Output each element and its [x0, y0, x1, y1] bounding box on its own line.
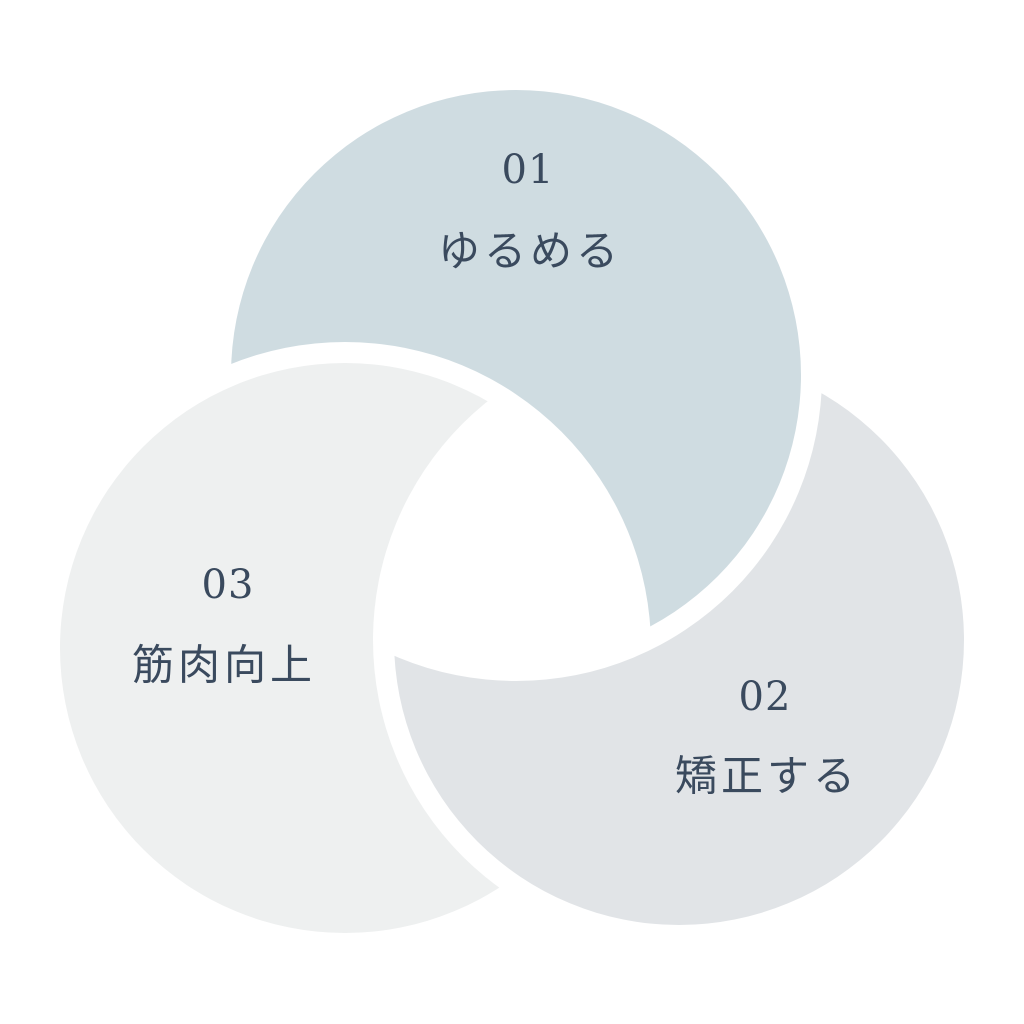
segment-02-label: 矯正する [674, 751, 860, 801]
circle-03 [60, 363, 630, 933]
segment-03-number: 03 [201, 562, 255, 608]
segment-01-number: 01 [501, 147, 555, 193]
segment-03-label: 筋肉向上 [131, 640, 317, 690]
segment-02-number: 02 [738, 674, 792, 720]
segment-01-label: ゆるめる [437, 226, 623, 276]
